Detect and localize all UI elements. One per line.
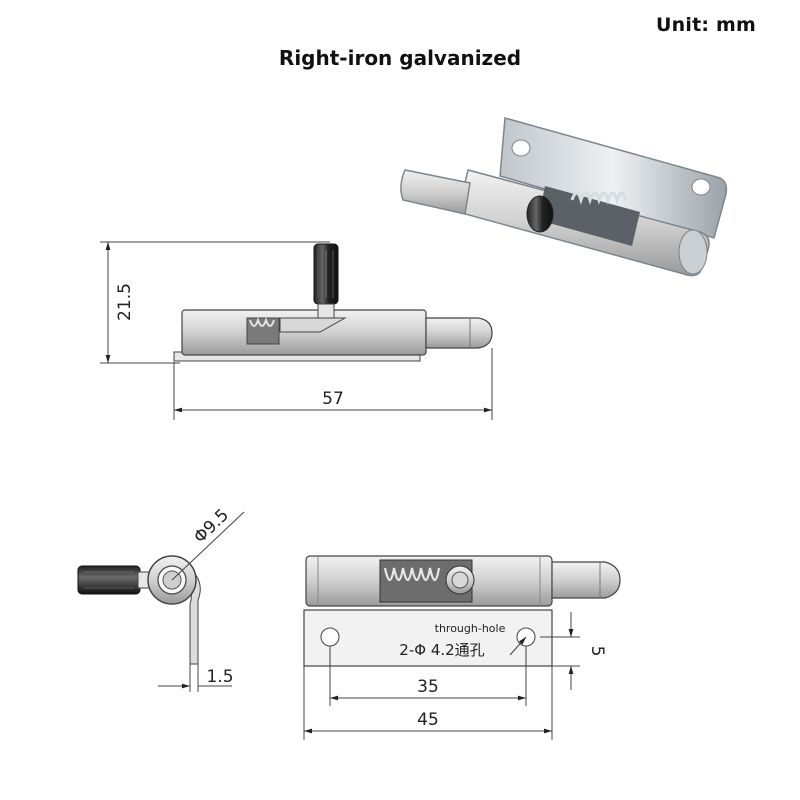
dim-plate-length-text: 45 [417, 710, 439, 730]
end-view-drawing [77, 511, 245, 692]
side-view-drawing [100, 241, 493, 420]
product-title: Right-iron galvanized [278, 46, 522, 70]
hole-note-english: through-hole [435, 622, 506, 635]
dim-height-text: 21.5 [115, 283, 135, 321]
hole-note-chinese: 2-Φ 4.2通孔 [399, 641, 484, 659]
unit-label: Unit: mm [656, 14, 756, 36]
dim-length-text: 57 [322, 389, 344, 409]
dim-hole-spacing-text: 35 [417, 677, 439, 697]
product-photo [400, 117, 728, 277]
front-view-drawing [303, 555, 621, 740]
dim-hole-offset-text: 5 [587, 646, 607, 657]
dim-diameter-text: Φ9.5 [190, 505, 233, 547]
dim-thickness-text: 1.5 [206, 667, 233, 687]
